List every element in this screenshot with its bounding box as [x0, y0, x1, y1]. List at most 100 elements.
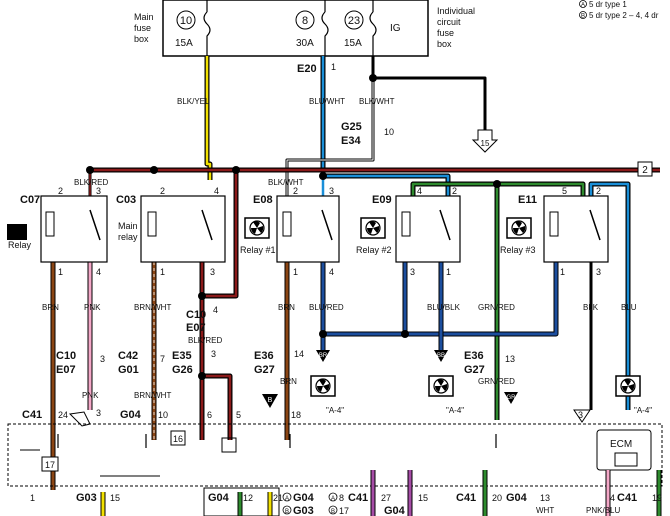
e11-pin-3: 3	[596, 267, 601, 277]
ic-fuse-box-label-2: circuit	[437, 17, 461, 27]
fuse-3-circle	[344, 10, 364, 30]
bottom-a-g04-pin: 8	[339, 493, 344, 503]
bottom-g04-d-pin: 4	[610, 493, 615, 503]
legend: A 5 dr type 1 B 5 dr type 2 – 4, 4 dr	[579, 0, 659, 20]
connector-g27-1: G27	[254, 364, 275, 376]
fuse-3-symbol	[369, 0, 377, 56]
ecm-box: ECM 16 17	[7, 423, 663, 487]
connector-e20-pin: 1	[331, 62, 336, 72]
e11-label: E11	[518, 194, 537, 206]
fuse-box: Main fuse box Individual circuit fuse bo…	[134, 0, 475, 57]
e11-pin-5: 5	[562, 186, 567, 196]
wire-grn-red-2: GRN/RED	[478, 377, 515, 386]
bottom-circ-b2: B	[331, 509, 335, 515]
connector-c10-1: C10	[186, 309, 206, 321]
connector-c10-2: C10	[56, 350, 76, 362]
connector-pin-13: 13	[505, 354, 515, 364]
wire-brn-wht-1: BRN/WHT	[134, 303, 171, 312]
e09-label: E09	[372, 194, 392, 206]
fuse-3-amp: 15A	[344, 38, 362, 49]
bottom-b-g03: G03	[293, 505, 314, 516]
relay-1-label: Relay #1	[240, 245, 276, 255]
bottom-pin-1: 1	[30, 493, 35, 503]
marker-b-flag	[262, 394, 278, 408]
bottom-strip: 1 G03 15 G04 12 21 A G04 A 8 B G03 B 17 …	[30, 470, 662, 516]
marker-15-arrow	[471, 129, 499, 153]
connector-e34: E34	[341, 135, 361, 147]
wire-pnk-2: PNK	[82, 391, 99, 400]
c03-pin-1: 1	[160, 267, 165, 277]
connector-g25: G25	[341, 121, 362, 133]
e11-pin-2: 2	[596, 186, 601, 196]
wire-blk-wht-top: BLK/WHT	[359, 97, 395, 106]
e09-pin-3: 3	[410, 267, 415, 277]
connector-g27-2: G27	[464, 364, 485, 376]
fuse-2-symbol	[321, 0, 329, 56]
wire-blu-red: BLU/RED	[309, 303, 344, 312]
e08-pin-3: 3	[329, 186, 334, 196]
wire-grn-red-1: GRN/RED	[478, 303, 515, 312]
bottom-circ-a2: A	[331, 496, 335, 502]
fuse-3-number: 23	[348, 15, 360, 27]
connector-e35: E35	[172, 350, 192, 362]
connector-pin-10: 10	[158, 410, 168, 420]
wires	[50, 56, 660, 490]
bottom-b-g03-pin: 17	[339, 506, 349, 516]
bottom-g04-b-pin: 15	[418, 493, 428, 503]
legend-a-symbol: A	[581, 3, 585, 9]
fan-motor-1-icon	[310, 375, 336, 397]
main-relay-label-2: relay	[118, 232, 138, 242]
marker-17: 17	[45, 460, 55, 470]
bottom-circ-a: A	[285, 496, 289, 502]
marker-gr: GR	[507, 395, 517, 401]
legend-b-text: 5 dr type 2 – 4, 4 dr	[589, 11, 659, 20]
c07-pin-3: 3	[96, 186, 101, 196]
marker-br-flag	[316, 350, 330, 362]
wire-blk: BLK	[583, 303, 599, 312]
connector-pin-5: 5	[236, 410, 241, 420]
marker-bb: BB	[437, 353, 445, 359]
ecm-label: ECM	[610, 439, 632, 450]
legend-b-symbol: B	[581, 14, 585, 20]
bottom-wire-pnk-blu: PNK/BLU	[586, 506, 620, 515]
connector-g04: G04	[120, 409, 142, 421]
wire-brn-1: BRN	[42, 303, 59, 312]
e08-pin-2: 2	[293, 186, 298, 196]
bottom-wire-wht: WHT	[536, 506, 554, 515]
fuse-1-amp: 15A	[175, 38, 193, 49]
wire-blu-wht: BLU/WHT	[309, 97, 345, 106]
ig-label: IG	[390, 23, 401, 34]
bottom-g03-1: G03	[76, 492, 97, 504]
marker-16: 16	[173, 434, 183, 444]
marker-gr-flag	[504, 392, 518, 404]
c07-pin-2: 2	[58, 186, 63, 196]
wire-labels: BLK/YEL BLU/WHT BLK/WHT BLK/RED BLK/WHT …	[42, 97, 637, 400]
relay-label: Relay	[8, 240, 32, 250]
fuse-2-amp: 30A	[296, 38, 314, 49]
wire-blu: BLU	[621, 303, 637, 312]
fan-motor-2-icon	[428, 375, 454, 397]
wire-brn-2: BRN	[278, 303, 295, 312]
ic-fuse-box-label-4: box	[437, 39, 452, 49]
bottom-g03-1-pin: 15	[110, 493, 120, 503]
c03-pin-2: 2	[160, 186, 165, 196]
bottom-circ-b: B	[285, 509, 289, 515]
e08-pin-4: 4	[329, 267, 334, 277]
wire-brn-wht-2: BRN/WHT	[134, 391, 171, 400]
connector-c41: C41	[22, 409, 42, 421]
bottom-g04-b: G04	[384, 505, 406, 516]
relay-c03: C03 Main relay 2 4 1 3	[116, 186, 226, 277]
main-fuse-box-label-3: box	[134, 34, 149, 44]
ic-fuse-box-label-1: Individual	[437, 6, 475, 16]
wire-pnk-1: PNK	[84, 303, 101, 312]
relay-3-label: Relay #3	[500, 245, 536, 255]
ic-fuse-box-label-3: fuse	[437, 28, 454, 38]
marker-3-right: 3	[578, 410, 583, 420]
bottom-c41-c: C41	[617, 492, 637, 504]
bottom-c41-a: C41	[348, 492, 368, 504]
connector-e20: E20	[297, 63, 317, 75]
marker-3-right-arrow	[573, 409, 591, 423]
connector-c42: C42	[118, 350, 138, 362]
connector-labels: E20 1 G25 E34 10 C10 E07 4 C10 E07 3 C42…	[22, 62, 515, 421]
